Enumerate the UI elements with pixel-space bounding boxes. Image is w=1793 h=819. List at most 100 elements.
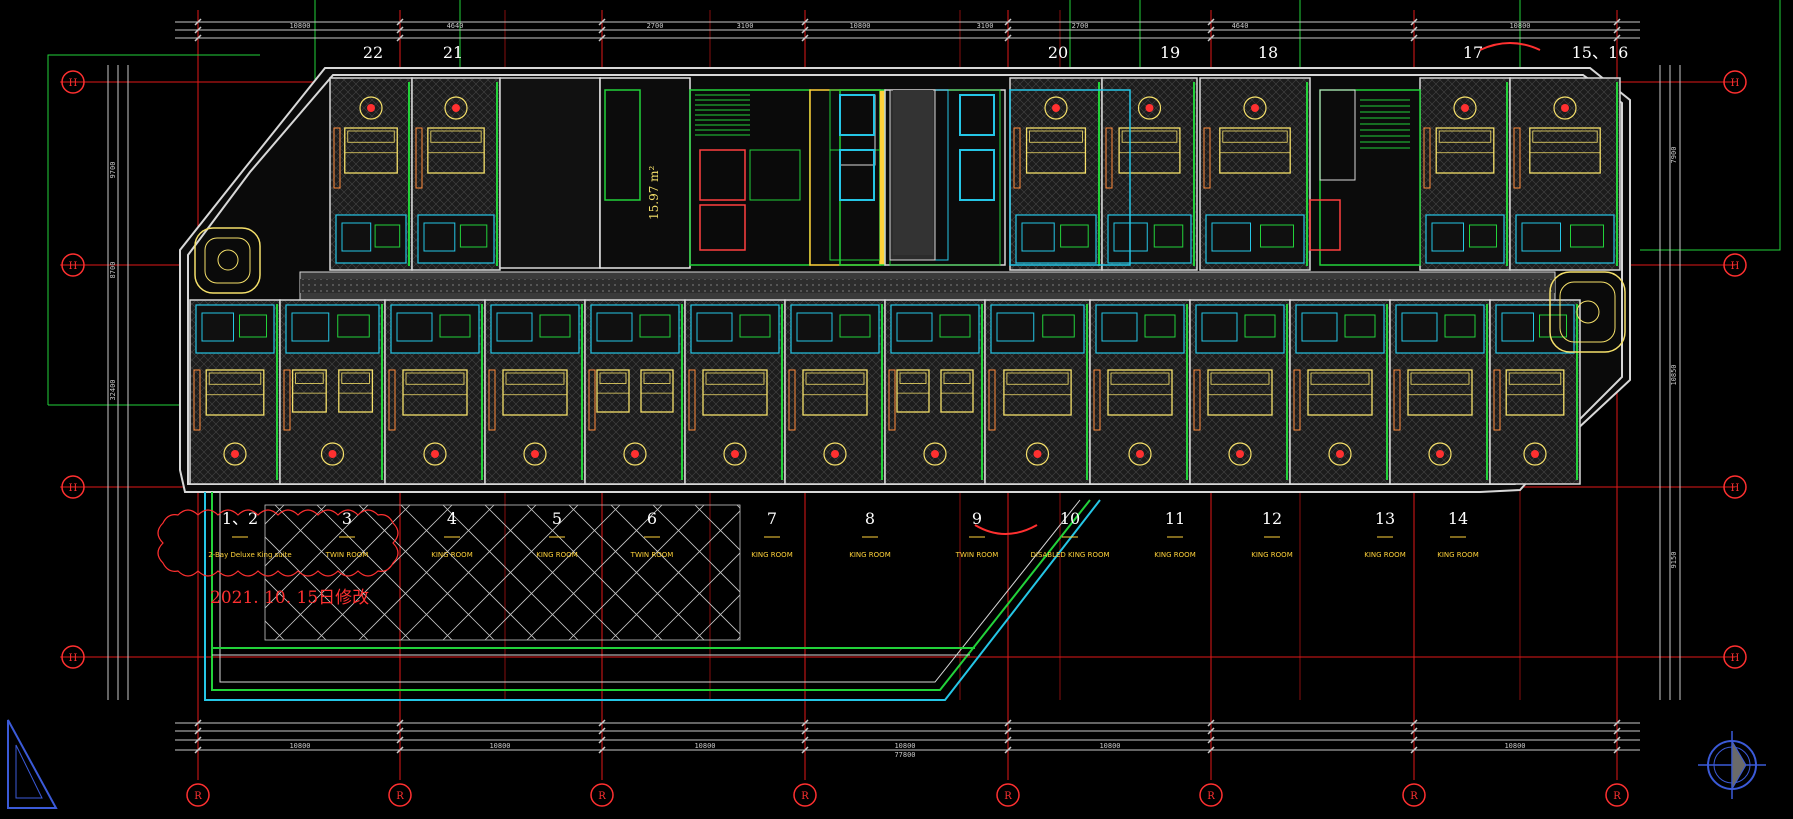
axis-tag-label: H [1731, 78, 1740, 89]
bed [344, 127, 398, 174]
lamp [1336, 450, 1344, 458]
lamp [1461, 104, 1469, 112]
dim-tick [1004, 719, 1012, 727]
vanity [337, 314, 370, 338]
dim-tick [396, 719, 404, 727]
dim-tick [801, 719, 809, 727]
vanity [459, 224, 488, 248]
bathroom [1425, 214, 1505, 264]
lamp [231, 450, 239, 458]
scale-triangle-icon [7, 719, 58, 809]
axis-tag-bubble [1723, 475, 1747, 499]
dim-tick [194, 18, 202, 26]
pillow [341, 372, 370, 384]
bathroom [195, 304, 275, 354]
bed [291, 369, 327, 413]
dim-tick [1410, 736, 1418, 744]
bathroom [1515, 214, 1615, 264]
revision-arc-17 [1479, 42, 1541, 51]
paving-hatch [264, 504, 741, 641]
dim-text-bottom: 10800 [694, 742, 715, 750]
dim-tick [598, 34, 606, 42]
armchair [623, 442, 647, 466]
dim-text-top: 2700 [647, 22, 664, 30]
dim-tick [801, 18, 809, 26]
pillow [899, 372, 927, 384]
bathtub [1501, 312, 1534, 342]
room-type-label: TWIN ROOM [630, 551, 674, 559]
terrace-outline [204, 492, 1101, 701]
armchair [723, 442, 747, 466]
hatch-line [652, 552, 740, 640]
axis-tag-label: H [1731, 261, 1740, 272]
hatch-line [484, 505, 621, 640]
bed [596, 369, 630, 413]
wardrobe [988, 369, 996, 431]
bathtub [1211, 222, 1251, 252]
guest-room [1189, 299, 1291, 485]
bed [1003, 369, 1072, 416]
bathroom [1495, 304, 1575, 354]
lounge-furniture [194, 227, 1626, 353]
guest-room [1089, 299, 1191, 485]
hatch-line [694, 505, 740, 551]
vanity [639, 314, 671, 338]
bathroom [1205, 214, 1305, 264]
vanity [839, 314, 871, 338]
axis-tag-bubble [590, 783, 614, 807]
dim-tick [1207, 26, 1215, 34]
axis-tag-bubble [61, 70, 85, 94]
pillow [208, 372, 262, 385]
core-area-label: 15.97 m² [647, 165, 661, 220]
dim-tick [194, 34, 202, 42]
room-number-top: 22 [363, 43, 383, 62]
dim-tick [1207, 34, 1215, 42]
bathtub [396, 312, 433, 342]
dim-tick [1410, 26, 1418, 34]
bed [402, 369, 468, 416]
dim-text-bottom: 10800 [1504, 742, 1525, 750]
bed [1505, 369, 1565, 416]
axis-tag-bubble [1605, 783, 1629, 807]
dim-tick [801, 727, 809, 735]
lamp [1436, 450, 1444, 458]
dim-tick [1207, 736, 1215, 744]
bathtub [291, 312, 330, 342]
pillow [430, 130, 482, 143]
guest-rooms [189, 77, 1621, 485]
room-number-bottom: 8 [865, 509, 875, 528]
lamp [328, 450, 337, 458]
lamp [1033, 450, 1042, 458]
central-corridor [299, 271, 1556, 301]
armchair [1044, 96, 1068, 120]
lamp [452, 104, 460, 112]
armchair [223, 442, 247, 466]
pillow [505, 372, 565, 385]
room-type-label: DISABLED KING ROOM [1030, 551, 1109, 559]
axis-tag-bubble [1402, 783, 1426, 807]
bed [1407, 369, 1473, 416]
lamp [1136, 450, 1144, 458]
vanity [1570, 224, 1604, 248]
dim-text-bottom: 10800 [489, 742, 510, 750]
dim-tick [1004, 34, 1012, 42]
pillow [1222, 130, 1288, 143]
room-number-bottom: 12 [1262, 509, 1282, 528]
pillow [1532, 130, 1598, 143]
armchair [320, 442, 345, 466]
bed [1025, 127, 1087, 174]
bathtub [1201, 312, 1238, 342]
wardrobe [1493, 369, 1501, 431]
vanity [739, 314, 771, 338]
guest-room [1509, 77, 1621, 271]
dim-tick [1004, 18, 1012, 26]
room-type-label: KING ROOM [1437, 551, 1478, 559]
pillow [1410, 372, 1470, 385]
vanity [1444, 314, 1476, 338]
dim-text-top: 4640 [447, 22, 464, 30]
bathroom [1295, 304, 1385, 354]
vanity [1539, 314, 1567, 338]
lamp [367, 104, 375, 112]
dim-tick [1004, 727, 1012, 735]
